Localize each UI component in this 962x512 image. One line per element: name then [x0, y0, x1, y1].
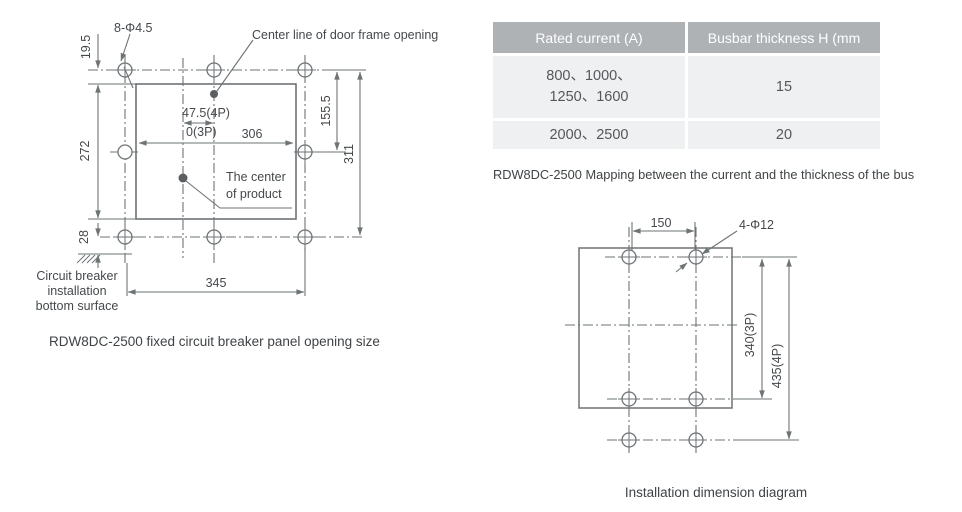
dim-19-5: 19.5: [79, 35, 93, 59]
dim-272: 272: [78, 141, 92, 162]
installation-dimension-lines: [632, 228, 792, 440]
hole-spec-label: 4-Φ12: [739, 218, 774, 232]
bottom-surface-label-line3: bottom surface: [36, 299, 119, 313]
product-center-dot: [178, 173, 188, 183]
hole-spec-leader: [675, 230, 738, 273]
bottom-surface-label-line2: installation: [47, 284, 106, 298]
dim-0-3p: 0(3P): [186, 125, 217, 139]
table-header-busbar-thickness: Busbar thickness H (mm: [688, 22, 880, 53]
table-cell-thickness: 20: [688, 121, 880, 149]
table-row: 800、1000、 1250、1600 15: [493, 56, 880, 118]
installation-dimension-drawing: 150 4-Φ12 340(3P) 435(4P) Installation d…: [565, 216, 807, 500]
installation-extension-lines: [631, 222, 799, 441]
door-centerline-dot: [210, 90, 218, 98]
dim-47-5-4p: 47.5(4P): [182, 106, 230, 120]
table-row: 2000、2500 20: [493, 121, 880, 149]
dim-340-3p: 340(3P): [743, 313, 757, 357]
mounting-holes: [114, 59, 316, 248]
dim-150: 150: [651, 216, 672, 230]
bottom-surface-label-line1: Circuit breaker: [36, 269, 117, 283]
panel-dimension-lines: [95, 34, 363, 295]
busbar-thickness-table: Rated current (A) Busbar thickness H (mm…: [493, 22, 880, 149]
installation-drawing-caption: Installation dimension diagram: [625, 485, 807, 500]
installation-centerlines: [565, 227, 742, 455]
panel-opening-drawing: 8-Φ4.5 Center line of door frame opening…: [36, 21, 439, 349]
current-values-line1: 800、1000、: [546, 68, 632, 84]
breaker-dashed-extension: [581, 408, 730, 448]
table-cell-current: 800、1000、 1250、1600: [493, 56, 685, 118]
dim-345: 345: [206, 276, 227, 290]
table-cell-thickness: 15: [688, 56, 880, 118]
table-header-row: Rated current (A) Busbar thickness H (mm: [493, 22, 880, 53]
dim-306: 306: [242, 127, 263, 141]
panel-leaders: [120, 33, 292, 209]
dim-155-5: 155.5: [319, 95, 333, 126]
current-values-line2: 1250、1600: [549, 89, 629, 105]
hole-spec-label: 8-Φ4.5: [114, 21, 153, 35]
surface-hatch: [76, 254, 101, 264]
panel-extension-lines: [78, 69, 366, 296]
breaker-body-rect: [578, 247, 733, 409]
product-center-label-line2: of product: [226, 187, 282, 201]
installation-holes: [618, 246, 707, 451]
dim-28: 28: [77, 230, 91, 244]
product-center-label-line1: The center: [226, 170, 286, 184]
busbar-table-caption: RDW8DC-2500 Mapping between the current …: [493, 167, 915, 182]
table-header-rated-current: Rated current (A): [493, 22, 685, 53]
dim-311: 311: [342, 144, 356, 164]
table-cell-current: 2000、2500: [493, 121, 685, 149]
door-centerline-label: Center line of door frame opening: [252, 28, 438, 42]
panel-drawing-caption: RDW8DC-2500 fixed circuit breaker panel …: [49, 334, 380, 349]
dim-435-4p: 435(4P): [770, 344, 784, 388]
